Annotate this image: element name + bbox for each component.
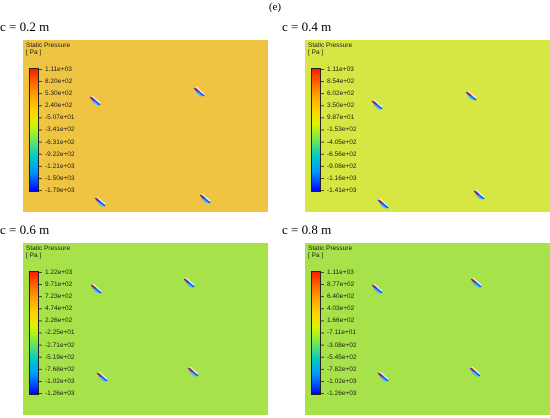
legend-title: Static Pressure[ Pa ] xyxy=(308,245,353,259)
pole-marker xyxy=(377,198,389,209)
pressure-field xyxy=(23,40,268,212)
colorbar-ticks xyxy=(320,69,324,191)
pole-marker xyxy=(187,366,199,377)
panel-title: c = 0.6 m xyxy=(0,222,50,237)
tick-label: 1.22e+03 xyxy=(45,269,73,276)
tick-label: 5.30e+02 xyxy=(45,90,73,98)
colorbar-ticks xyxy=(38,272,42,394)
pressure-field xyxy=(23,243,268,415)
tick-label: 1.11e+03 xyxy=(327,66,354,73)
pressure-field xyxy=(305,40,550,212)
pole-marker xyxy=(469,366,481,377)
tick-label: -1.50e+03 xyxy=(45,174,75,182)
tick-label: -3.41e+02 xyxy=(45,126,75,134)
tick-label: 1.66e+02 xyxy=(327,317,355,325)
tick-label: 1.11e+03 xyxy=(45,66,72,73)
colorbar-ticks xyxy=(38,69,42,191)
pole-marker xyxy=(96,371,108,382)
pole-marker xyxy=(89,95,101,106)
pole-marker xyxy=(377,371,389,382)
tick-label: 8.54e+02 xyxy=(327,78,355,86)
tick-label: 3.50e+02 xyxy=(327,102,355,110)
pole-marker xyxy=(183,277,195,288)
figure-label: (e) xyxy=(268,1,282,13)
panel-c-0-4: c = 0.4 m Static Pressure[ Pa ] 1.11e+03… xyxy=(282,19,550,215)
pole-marker xyxy=(473,189,485,200)
panel-title: c = 0.4 m xyxy=(282,19,332,34)
tick-label: -6.56e+02 xyxy=(327,150,357,158)
tick-label: -9.08e+02 xyxy=(327,162,357,170)
tick-label: -5.07e+01 xyxy=(45,114,75,122)
panel-c-0-8: c = 0.8 m Static Pressure[ Pa ] 1.11e+03… xyxy=(282,222,550,418)
pole-marker xyxy=(90,283,102,294)
legend-title: Static Pressure[ Pa ] xyxy=(26,245,71,259)
legend-title: Static Pressure[ Pa ] xyxy=(308,42,353,56)
tick-label: -7.68e+02 xyxy=(45,365,75,373)
tick-label: -5.45e+02 xyxy=(327,353,357,361)
panel-c-0-6: c = 0.6 m Static Pressure[ Pa ] 1.22e+03… xyxy=(0,222,275,418)
tick-label: -1.26e+03 xyxy=(45,389,75,397)
colorbar-tick-labels: 1.22e+03 9.71e+02 7.23e+02 4.74e+02 2.26… xyxy=(45,269,115,397)
pole-marker xyxy=(465,90,477,101)
legend-title: Static Pressure[ Pa ] xyxy=(26,42,71,56)
colorbar-tick-labels: 1.11e+03 8.77e+02 6.40e+02 4.03e+02 1.66… xyxy=(327,269,397,397)
pressure-field xyxy=(305,243,550,415)
tick-label: -1.16e+03 xyxy=(327,174,357,182)
panel-c-0-2: c = 0.2 m Static Pressure[ Pa ] 1.11e+03… xyxy=(0,19,275,215)
tick-label: -1.41e+03 xyxy=(327,186,357,194)
panel-title: c = 0.2 m xyxy=(0,19,50,34)
pole-marker xyxy=(94,196,106,207)
tick-label: 4.03e+02 xyxy=(327,305,355,313)
tick-label: -1.79e+03 xyxy=(45,186,75,194)
panel-title: c = 0.8 m xyxy=(282,222,332,237)
tick-label: -7.11e+01 xyxy=(327,329,356,337)
tick-label: -1.53e+02 xyxy=(327,126,357,134)
tick-label: 8.20e+02 xyxy=(45,78,73,86)
tick-label: 2.26e+02 xyxy=(45,317,73,325)
tick-label: -2.71e+02 xyxy=(45,341,75,349)
tick-label: 7.23e+02 xyxy=(45,293,73,301)
tick-label: -7.82e+02 xyxy=(327,365,357,373)
pressure-contour-plot: Static Pressure[ Pa ] 1.22e+03 9.71e+02 … xyxy=(23,243,268,415)
pole-marker xyxy=(470,277,482,288)
pressure-contour-plot: Static Pressure[ Pa ] 1.11e+03 8.54e+02 … xyxy=(305,40,550,212)
tick-label: 4.74e+02 xyxy=(45,305,73,313)
tick-label: -1.26e+03 xyxy=(327,389,357,397)
pressure-contour-plot: Static Pressure[ Pa ] 1.11e+03 8.77e+02 … xyxy=(305,243,550,415)
pole-marker xyxy=(371,283,383,294)
tick-label: 6.02e+02 xyxy=(327,90,355,98)
tick-label: -1.02e+03 xyxy=(45,377,75,385)
colorbar-tick-labels: 1.11e+03 8.20e+02 5.30e+02 2.40e+02 -5.0… xyxy=(45,66,115,194)
colorbar-ticks xyxy=(320,272,324,394)
tick-label: 2.40e+02 xyxy=(45,102,73,110)
tick-label: 9.71e+02 xyxy=(45,281,73,289)
tick-label: -1.02e+03 xyxy=(327,377,357,385)
colorbar-tick-labels: 1.11e+03 8.54e+02 6.02e+02 3.50e+02 9.87… xyxy=(327,66,397,194)
tick-label: 9.87e+01 xyxy=(327,114,355,122)
tick-label: -6.31e+02 xyxy=(45,138,75,146)
tick-label: -2.25e+01 xyxy=(45,329,75,337)
tick-label: -3.08e+02 xyxy=(327,341,357,349)
tick-label: -5.19e+02 xyxy=(45,353,75,361)
tick-label: 6.40e+02 xyxy=(327,293,355,301)
tick-label: -1.21e+03 xyxy=(45,162,75,170)
tick-label: 1.11e+03 xyxy=(327,269,354,276)
pole-marker xyxy=(199,193,211,204)
tick-label: -4.05e+02 xyxy=(327,138,357,146)
pole-marker xyxy=(371,99,383,110)
pressure-contour-plot: Static Pressure[ Pa ] 1.11e+03 8.20e+02 … xyxy=(23,40,268,212)
tick-label: -9.22e+02 xyxy=(45,150,75,158)
tick-label: 8.77e+02 xyxy=(327,281,355,289)
pole-marker xyxy=(193,86,205,97)
